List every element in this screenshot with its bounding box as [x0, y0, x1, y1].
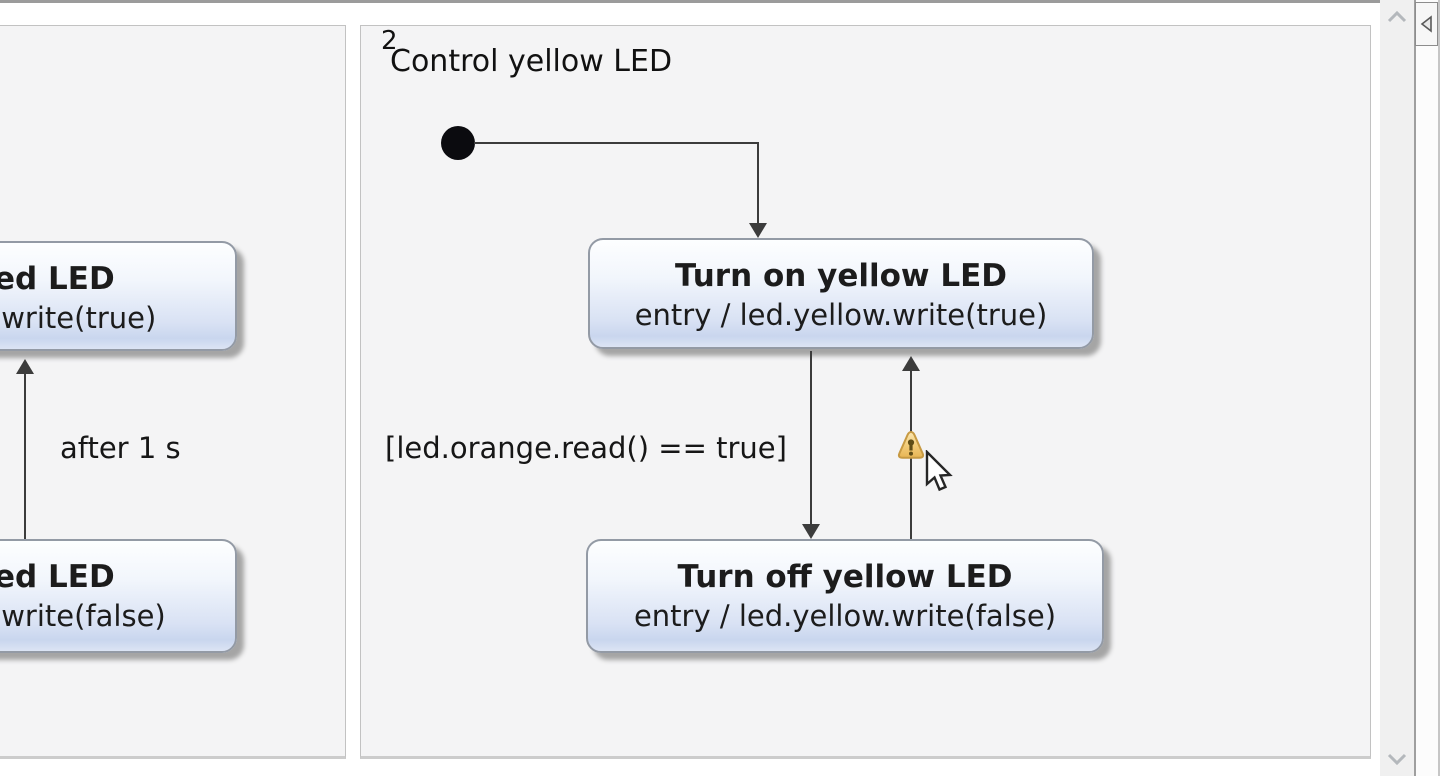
chevron-down-icon [1387, 753, 1407, 766]
transition-line-guarded[interactable] [810, 351, 812, 525]
triangle-left-icon [1420, 15, 1432, 33]
state-turn-on-partial[interactable]: ed LED .write(true) [0, 241, 237, 351]
initial-transition-horizontal[interactable] [474, 142, 759, 144]
state-title: ed LED [0, 559, 115, 595]
warning-triangle-icon[interactable] [896, 429, 926, 465]
transition-line-after-1s[interactable] [24, 373, 26, 539]
arrowhead-down-icon [749, 223, 767, 238]
scroll-down-button[interactable] [1380, 744, 1414, 774]
chevron-up-icon [1387, 10, 1407, 23]
region-title[interactable]: Control yellow LED [390, 44, 673, 79]
palette-strip [1414, 0, 1440, 776]
arrowhead-down-icon [802, 524, 820, 539]
state-title: Turn on yellow LED [675, 258, 1007, 294]
vertical-scrollbar[interactable] [1380, 0, 1414, 776]
state-turn-off-partial[interactable]: ed LED .write(false) [0, 539, 237, 653]
transition-guard-label[interactable]: [led.orange.read() == true] [385, 431, 787, 465]
state-entry-action: entry / led.yellow.write(true) [634, 298, 1048, 332]
state-entry-action: .write(true) [0, 301, 157, 335]
state-entry-action: entry / led.yellow.write(false) [633, 599, 1057, 633]
state-title: ed LED [0, 261, 115, 297]
region-red-led[interactable]: ed LED .write(true) ed LED .write(false)… [0, 25, 346, 759]
scroll-up-button[interactable] [1380, 2, 1414, 32]
mouse-cursor-icon [925, 450, 953, 492]
arrowhead-up-icon [902, 356, 920, 371]
diagram-canvas: ed LED .write(true) ed LED .write(false)… [0, 0, 1380, 759]
transition-time-label[interactable]: after 1 s [60, 431, 181, 465]
canvas-top-border [0, 0, 1380, 3]
region-control-yellow-led[interactable]: 2 Control yellow LED Turn on yellow LED … [360, 25, 1371, 759]
arrowhead-up-icon [16, 359, 34, 374]
initial-transition-vertical[interactable] [757, 142, 759, 225]
state-title: Turn off yellow LED [677, 559, 1013, 595]
state-turn-off-yellow-led[interactable]: Turn off yellow LED entry / led.yellow.w… [586, 539, 1104, 653]
region-number: 2 [381, 26, 398, 56]
state-entry-action: .write(false) [0, 599, 166, 633]
palette-expand-button[interactable] [1415, 2, 1438, 46]
state-turn-on-yellow-led[interactable]: Turn on yellow LED entry / led.yellow.wr… [588, 238, 1094, 349]
initial-state-dot[interactable] [441, 126, 475, 160]
